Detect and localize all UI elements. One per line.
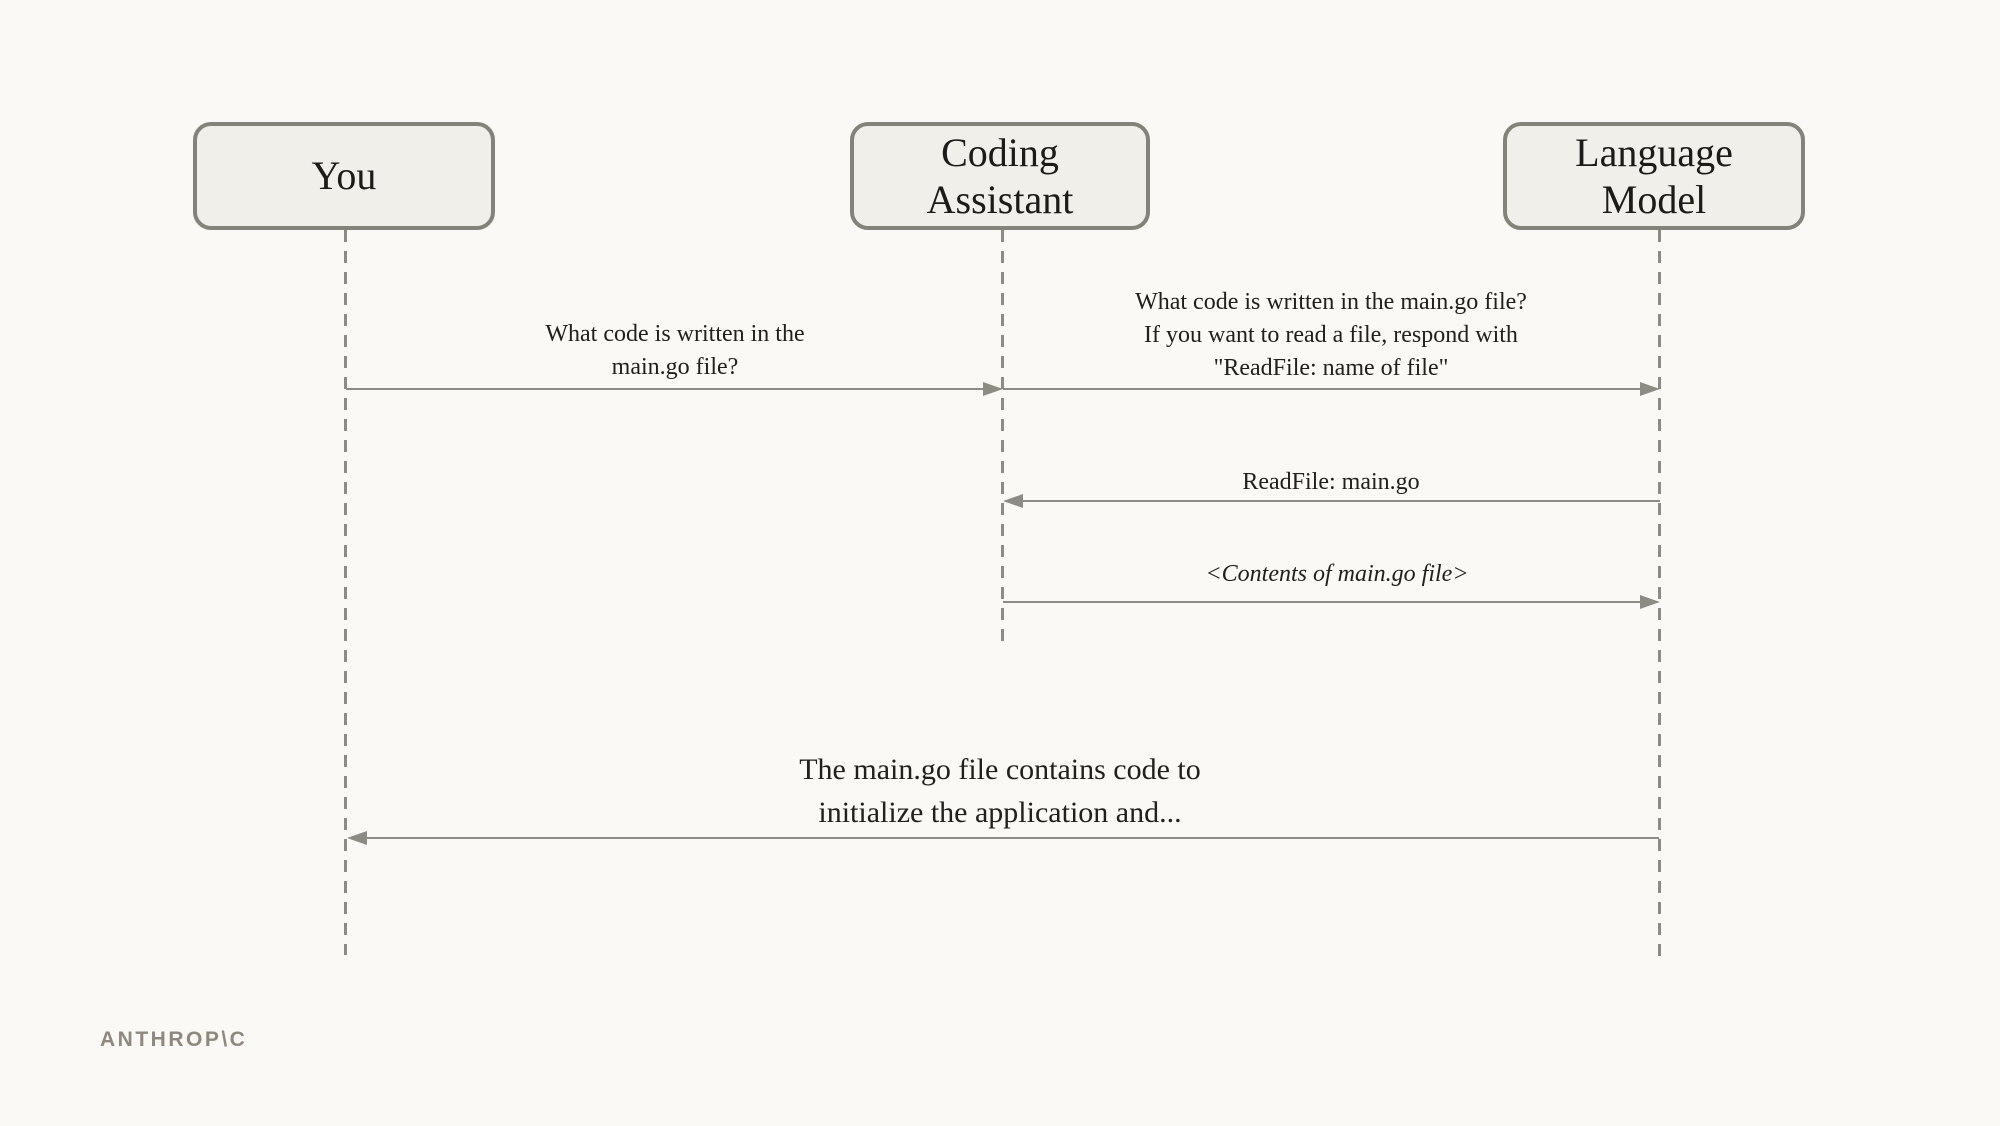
lifeline-language-model — [1658, 230, 1661, 957]
message-label-1: What code is written in the main.go file… — [545, 318, 804, 384]
arrowhead-right-icon — [983, 382, 1003, 396]
message-arrow-4 — [1003, 594, 1660, 610]
actor-label: You — [311, 153, 377, 199]
anthropic-logo: ANTHROP\C — [100, 1028, 248, 1051]
message-line: "ReadFile: name of file" — [1213, 355, 1449, 381]
message-arrow-2 — [1003, 381, 1660, 397]
actor-label: Language — [1575, 129, 1733, 175]
message-arrow-3 — [1003, 493, 1660, 509]
message-line: ReadFile: main.go — [1242, 469, 1420, 495]
arrow-line — [1003, 600, 1640, 604]
arrow-line — [367, 836, 1659, 840]
message-arrow-5 — [347, 830, 1659, 846]
message-label-3: ReadFile: main.go — [1242, 466, 1419, 499]
message-line: <Contents of main.go file> — [1205, 561, 1469, 587]
actor-box-language-model: Language Model — [1503, 122, 1805, 230]
message-line: What code is written in the main.go file… — [1135, 289, 1527, 315]
message-label-5: The main.go file contains code to initia… — [799, 748, 1201, 834]
message-line: initialize the application and... — [818, 796, 1182, 829]
lifeline-you — [344, 230, 347, 955]
arrow-line — [1023, 499, 1660, 503]
lifeline-coding-assistant — [1001, 230, 1004, 642]
actor-label: Assistant — [926, 177, 1074, 222]
message-line: If you want to read a file, respond with — [1144, 322, 1518, 348]
message-line: The main.go file contains code to — [799, 753, 1201, 786]
message-line: What code is written in the — [545, 321, 805, 347]
actor-box-coding-assistant: Coding Assistant — [850, 122, 1150, 230]
arrowhead-left-icon — [1003, 494, 1023, 508]
arrow-line — [346, 387, 983, 391]
actor-label: Model — [1601, 177, 1707, 222]
message-arrow-1 — [346, 381, 1003, 397]
actor-box-you: You — [193, 122, 495, 230]
arrowhead-right-icon — [1640, 382, 1660, 396]
arrowhead-right-icon — [1640, 595, 1660, 609]
message-label-4: <Contents of main.go file> — [1205, 558, 1468, 591]
message-line: main.go file? — [611, 354, 739, 380]
actor-label: Coding — [941, 129, 1059, 175]
arrow-line — [1003, 387, 1640, 391]
arrowhead-left-icon — [347, 831, 367, 845]
message-label-2: What code is written in the main.go file… — [1135, 286, 1527, 385]
